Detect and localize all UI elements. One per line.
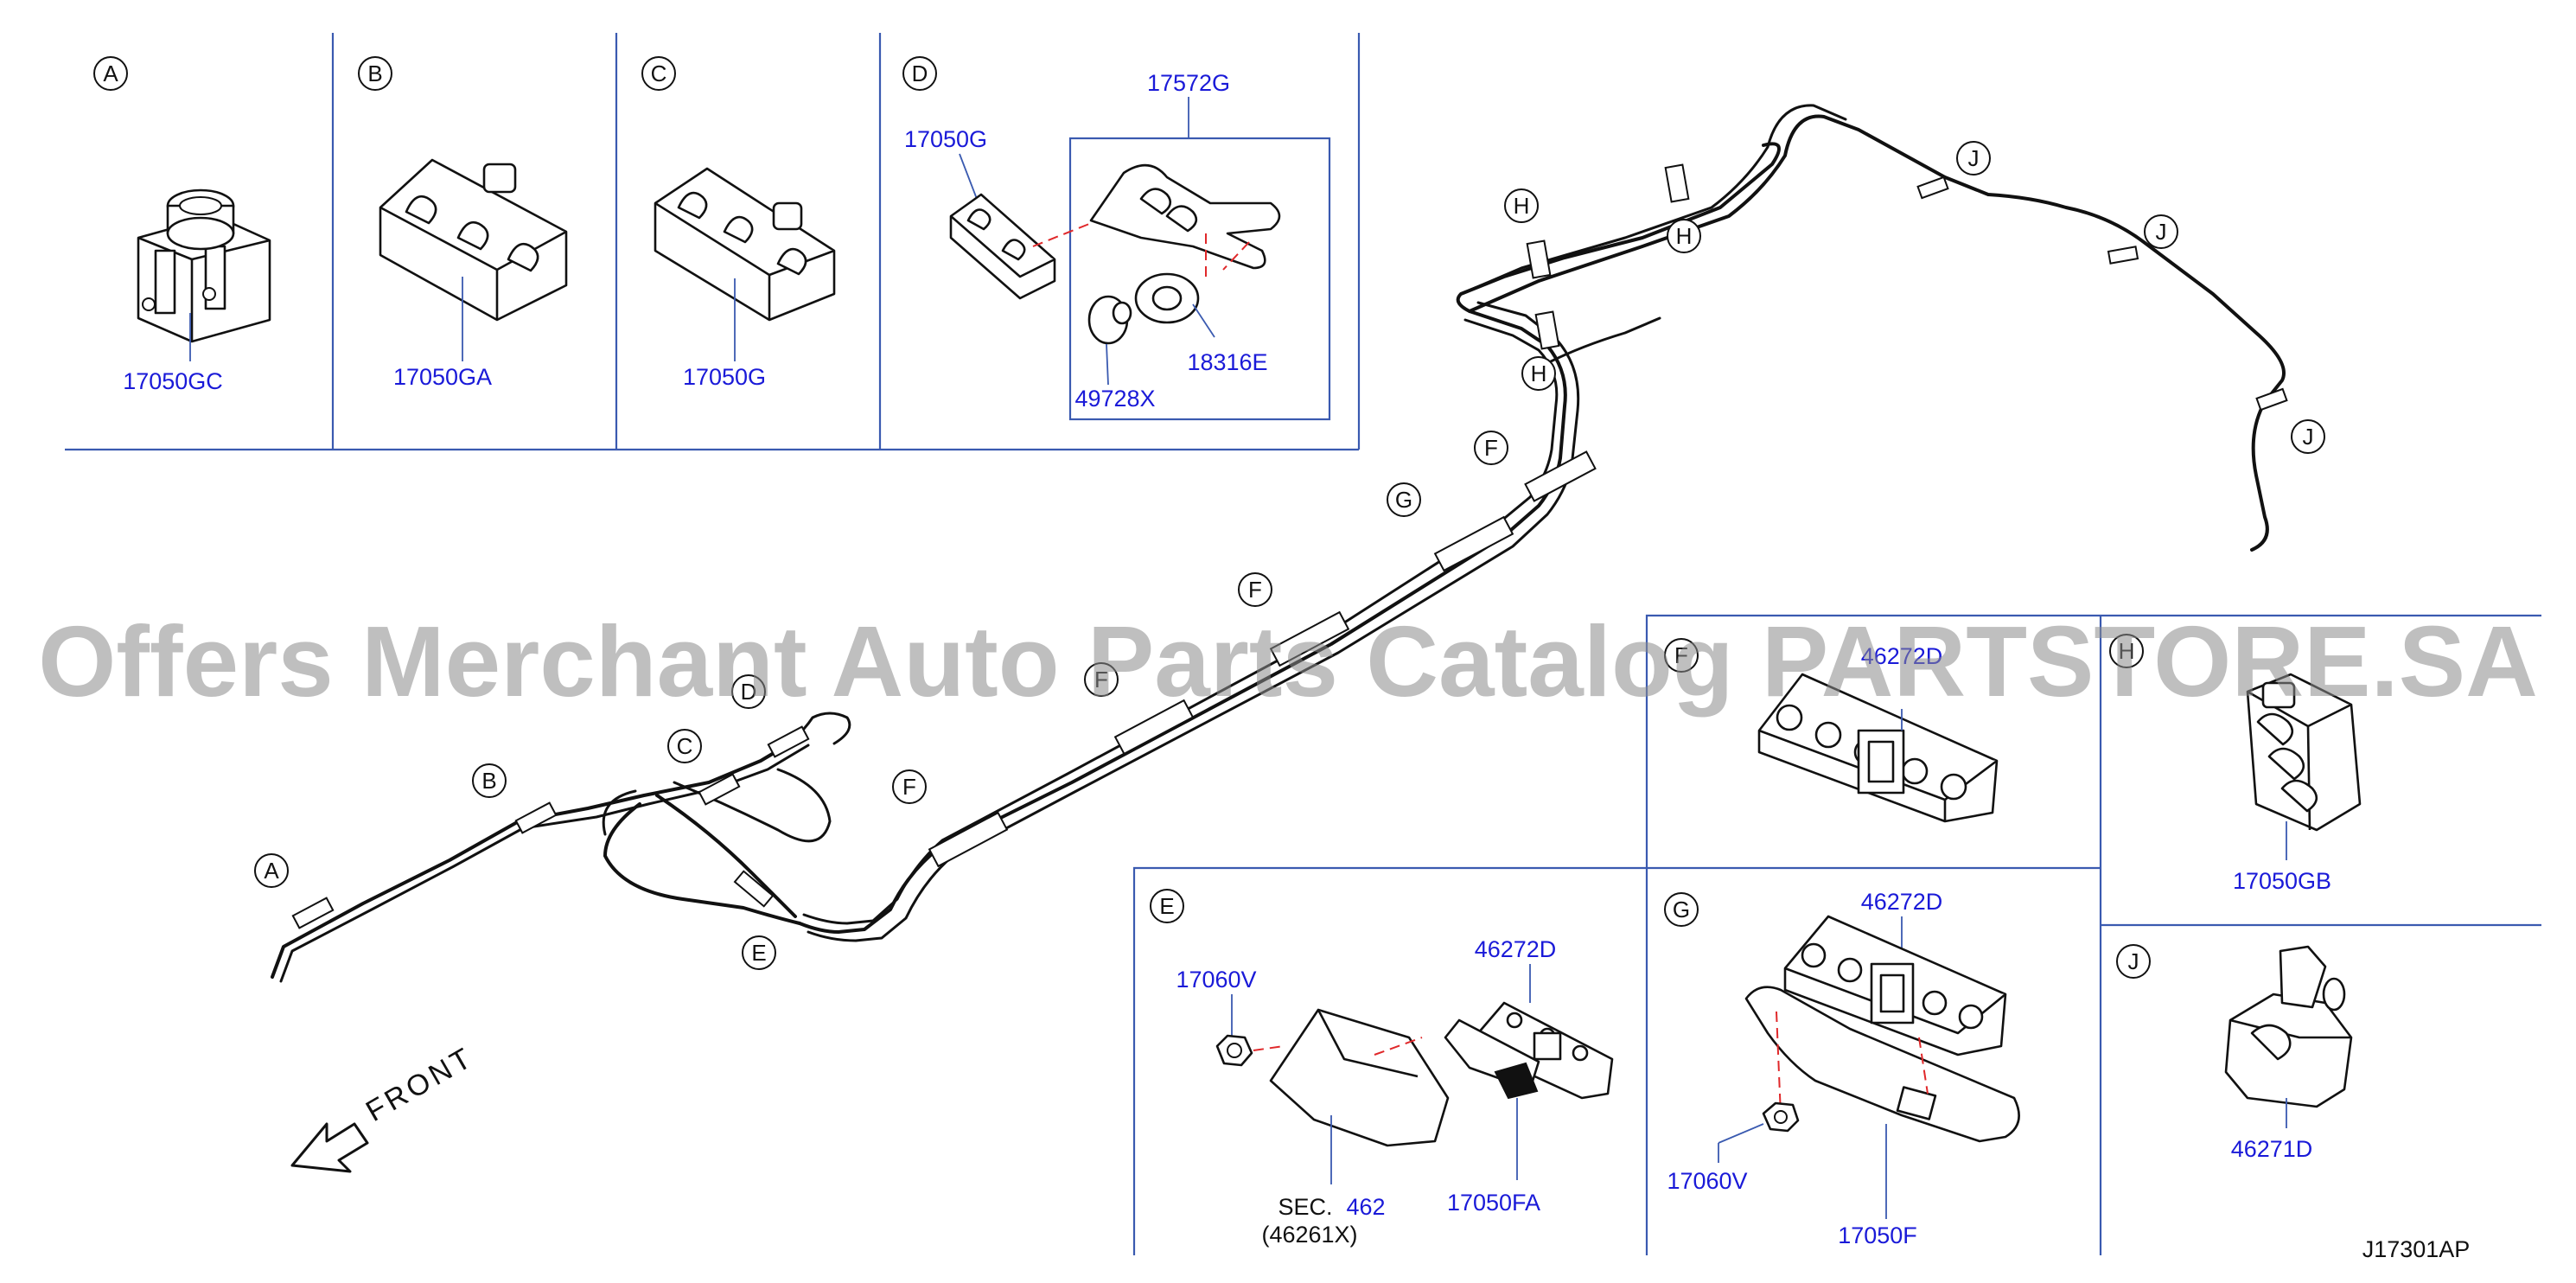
panel-E-letter: E [1150,889,1184,923]
panel-frames [65,33,2541,1255]
panel-A-letter: A [93,56,128,91]
part-number-46272d-g[interactable]: 46272D [1861,889,1943,915]
front-label: FRONT [360,1040,480,1127]
callout-h1: H [1504,188,1539,223]
svg-text:H: H [1531,361,1547,386]
part-number-46272d-f[interactable]: 46272D [1861,643,1943,669]
svg-text:J: J [1968,145,1980,171]
clip-17050gc-drawing [137,188,271,361]
part-number-17050ga[interactable]: 17050GA [393,364,492,390]
callout-d: D [731,674,766,709]
grommet-18316e-drawing [1134,272,1215,338]
part-number-17572g[interactable]: 17572G [1147,70,1230,96]
part-number-17050gc[interactable]: 17050GC [123,368,223,394]
callout-e: E [742,935,776,970]
svg-text:C: C [677,733,693,759]
svg-text:F: F [1484,435,1498,461]
bracket-17050fa-e-drawing [1269,1008,1450,1184]
panel-C-letter: C [641,56,676,91]
svg-text:F: F [1674,642,1688,668]
callout-g: G [1387,482,1421,517]
callout-f4: F [1474,431,1508,465]
part-number-49728x[interactable]: 49728X [1074,386,1155,412]
part-number-17050f[interactable]: 17050F [1838,1222,1917,1248]
svg-text:F: F [902,774,916,800]
panel-J-letter: J [2116,944,2151,979]
clamp-46272d-e-drawing [1444,1001,1614,1180]
watermark: Offers Merchant Auto Parts Catalog PARTS… [38,605,2538,718]
nut-17060v-e-drawing [1215,1034,1253,1067]
washer-49728x-drawing [1087,295,1132,386]
callout-f3: F [1238,572,1272,607]
clip-17050ga-drawing [379,158,568,361]
part-number-46271d[interactable]: 46271D [2231,1136,2313,1162]
svg-text:D: D [912,61,928,86]
callout-j2: J [2144,214,2178,249]
sec-462-link[interactable]: 462 [1346,1194,1385,1220]
svg-text:G: G [1395,487,1412,513]
callout-c: C [667,729,702,763]
part-number-17060v-e[interactable]: 17060V [1176,967,1256,993]
diagram-id: J17301AP [2362,1236,2471,1262]
panel-G-letter: G [1664,892,1699,927]
brake-pipe-routing [271,104,2286,983]
callout-a: A [254,853,289,888]
svg-text:H: H [1514,193,1530,219]
part-number-17060v-g[interactable]: 17060V [1667,1168,1747,1194]
clip-46271d-drawing [2224,945,2353,1128]
clamp-46272d-g-drawing [1783,915,2007,1056]
part-number-17050g-d[interactable]: 17050G [904,126,987,152]
bracket-17572g-drawing [1089,163,1281,270]
route-clips [291,163,2288,929]
clamp-46272d-f-drawing [1757,673,1999,823]
svg-text:B: B [367,61,382,86]
svg-text:E: E [1159,893,1174,919]
svg-text:J: J [2128,948,2139,974]
svg-text:J: J [2156,219,2167,245]
svg-text:B: B [481,768,496,794]
part-number-18316e[interactable]: 18316E [1187,349,1267,375]
sec-ref-label: (46261X) [1261,1222,1357,1248]
svg-text:E: E [751,940,766,966]
callout-j3: J [2291,419,2325,454]
bracket-17050f-drawing [1744,986,2020,1219]
svg-text:A: A [103,61,118,86]
svg-text:C: C [651,61,667,86]
svg-text:H: H [2119,638,2135,664]
callout-j1: J [1956,141,1991,176]
clip-17050g-d-drawing [949,193,1056,300]
svg-text:A: A [264,858,279,884]
part-number-17050g-c[interactable]: 17050G [683,364,766,390]
part-number-17050fa[interactable]: 17050FA [1447,1190,1540,1216]
callout-f2: F [1084,662,1119,697]
front-direction-arrow: FRONT [290,1040,480,1173]
svg-text:D: D [741,679,757,705]
clip-17050g-drawing [654,167,836,361]
svg-text:J: J [2303,424,2314,450]
svg-text:G: G [1673,897,1690,922]
callout-b: B [472,763,507,798]
nut-17060v-g-drawing [1718,1101,1800,1163]
panel-B-letter: B [358,56,392,91]
part-number-46272d-e[interactable]: 46272D [1475,936,1557,962]
svg-text:F: F [1094,667,1108,693]
panel-D-letter: D [902,56,937,91]
panel-F-letter: F [1664,638,1699,673]
panel-H-letter: H [2109,634,2144,668]
callout-h3: H [1521,356,1556,391]
sec-prefix-label: SEC. [1278,1194,1332,1220]
callout-f1: F [892,769,927,804]
svg-text:F: F [1248,577,1262,603]
part-number-17050gb[interactable]: 17050GB [2233,868,2331,894]
clip-17050gb-drawing [2246,673,2362,860]
svg-text:H: H [1676,223,1693,249]
callout-h2: H [1667,219,1701,253]
